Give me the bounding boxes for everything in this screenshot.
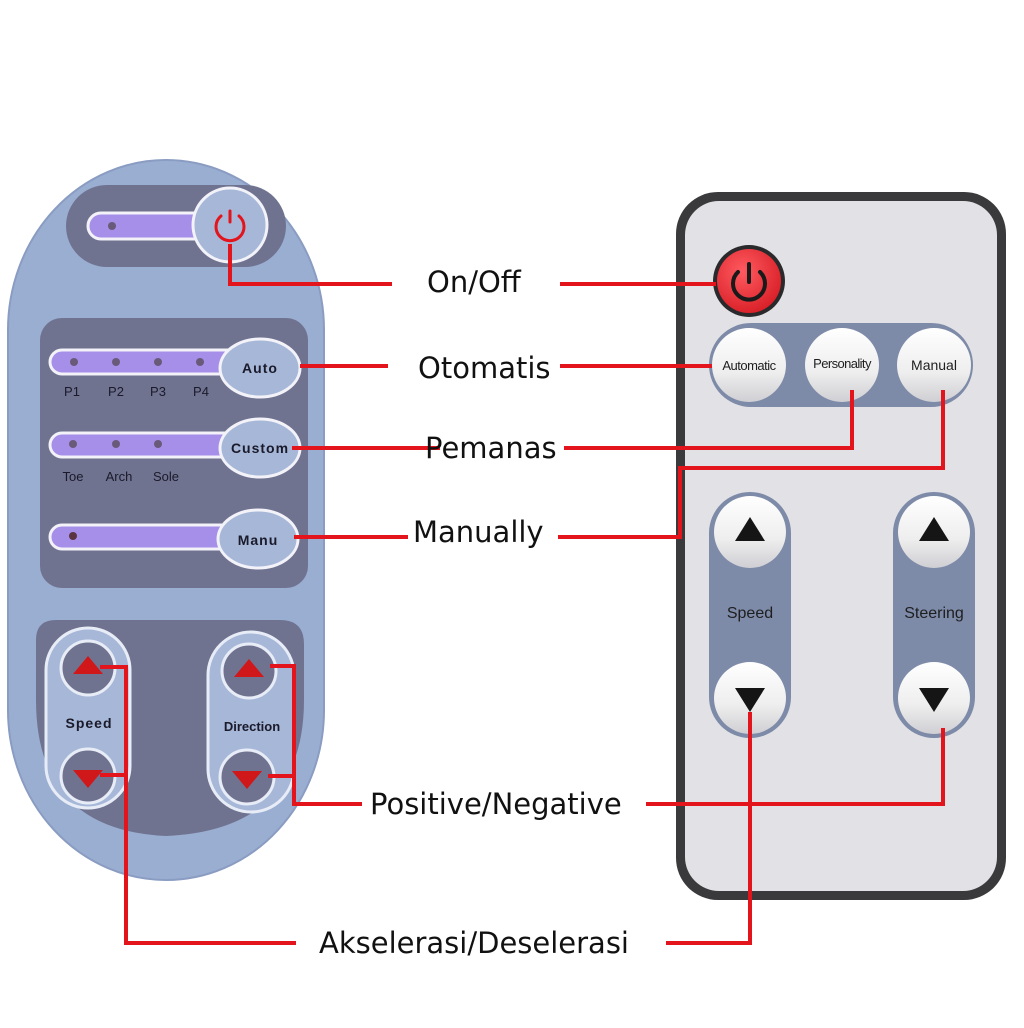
left-power-button[interactable]	[191, 186, 269, 264]
left-speed-label: Speed	[65, 715, 112, 731]
callout-line-posneg-right	[646, 728, 945, 806]
automatic-button[interactable]: Automatic	[712, 328, 786, 402]
callout-line-aksel-right	[666, 712, 752, 945]
power-led	[108, 222, 116, 230]
auto-led-label-p1: P1	[64, 384, 80, 399]
auto-led-label-p2: P2	[108, 384, 124, 399]
auto-button-label: Auto	[242, 360, 278, 376]
arrow-up-icon	[234, 659, 264, 677]
auto-button[interactable]: Auto	[218, 337, 302, 399]
custom-led-label-arch: Arch	[106, 469, 133, 484]
manu-button[interactable]: Manu	[216, 508, 300, 570]
arrow-down-icon	[919, 688, 949, 712]
auto-led-label-p3: P3	[150, 384, 166, 399]
steering-up-button[interactable]	[898, 496, 970, 568]
arrow-up-icon	[735, 517, 765, 541]
direction-down-button[interactable]	[218, 748, 276, 806]
custom-led-sole	[154, 440, 162, 448]
auto-led-label-p4: P4	[193, 384, 209, 399]
custom-led-label-sole: Sole	[153, 469, 179, 484]
auto-led-p3	[154, 358, 162, 366]
arrow-up-icon	[73, 656, 103, 674]
arrow-up-icon	[919, 517, 949, 541]
power-icon	[731, 262, 767, 302]
callout-label-on-off: On/Off	[427, 265, 521, 299]
right-power-button[interactable]	[713, 245, 785, 317]
callout-label-positive-negative: Positive/Negative	[370, 787, 622, 821]
callout-label-pemanas: Pemanas	[425, 431, 557, 465]
left-remote: P1 P2 P3 P4 Auto Toe Arch Sole Custom Ma…	[7, 159, 325, 881]
callout-line-aksel-left	[100, 665, 296, 945]
callout-label-manually: Manually	[413, 515, 544, 549]
custom-led-label-toe: Toe	[63, 469, 84, 484]
auto-led-p1	[70, 358, 78, 366]
custom-button-label: Custom	[231, 440, 289, 456]
personality-button[interactable]: Personality	[805, 328, 879, 402]
right-remote: Automatic Personality Manual Speed Steer…	[676, 192, 1006, 900]
manu-led	[69, 532, 77, 540]
steering-down-button[interactable]	[898, 662, 970, 734]
manual-button[interactable]: Manual	[897, 328, 971, 402]
manu-button-label: Manu	[238, 532, 279, 548]
manual-button-label: Manual	[911, 357, 957, 373]
callout-lines	[100, 244, 945, 945]
direction-label: Direction	[224, 719, 280, 734]
custom-led-arch	[112, 440, 120, 448]
callout-line-posneg-left	[270, 664, 362, 806]
callout-label-otomatis: Otomatis	[418, 351, 551, 385]
callout-line-pemanas-right	[564, 390, 854, 450]
automatic-button-label: Automatic	[722, 358, 776, 373]
custom-button[interactable]: Custom	[218, 417, 302, 479]
callout-line-onoff-left	[228, 244, 392, 286]
custom-led-toe	[69, 440, 77, 448]
direction-up-button[interactable]	[220, 642, 278, 700]
callout-line-manually-right	[558, 390, 945, 539]
auto-led-p4	[196, 358, 204, 366]
right-speed-up-button[interactable]	[714, 496, 786, 568]
personality-button-label: Personality	[813, 356, 872, 371]
arrow-down-icon	[735, 688, 765, 712]
steering-label: Steering	[904, 605, 964, 622]
callout-label-akselerasi-deselerasi: Akselerasi/Deselerasi	[319, 926, 629, 960]
power-icon	[214, 209, 246, 243]
right-speed-label: Speed	[727, 605, 773, 622]
arrow-down-icon	[73, 770, 103, 788]
arrow-down-icon	[232, 771, 262, 789]
auto-led-p2	[112, 358, 120, 366]
right-speed-down-button[interactable]	[714, 662, 786, 734]
